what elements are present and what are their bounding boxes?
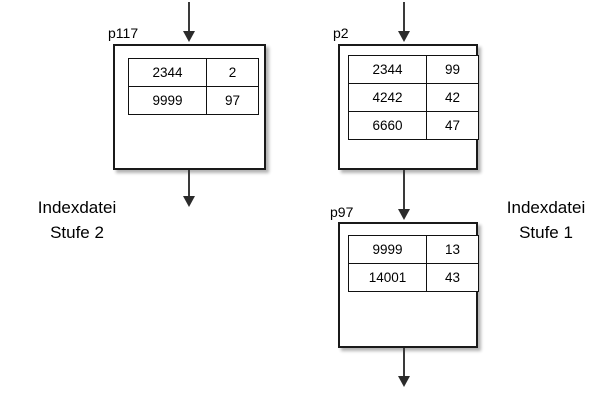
arrow-p2-to-p97-line	[403, 170, 405, 211]
table-row: 9999 97	[128, 86, 259, 115]
node-label-p2: p2	[333, 25, 349, 41]
table-row: 2344 99	[348, 55, 479, 84]
index-table-p97: 9999 13 14001 43	[348, 235, 479, 292]
arrow-into-p2-head	[398, 31, 410, 42]
arrow-out-of-p117-line	[188, 170, 190, 198]
table-row: 9999 13	[348, 235, 479, 264]
index-table-p2: 2344 99 4242 42 6660 47	[348, 55, 479, 140]
cell-pointer: 97	[206, 86, 259, 115]
caption-left-line2: Stufe 2	[50, 222, 104, 242]
caption-right-line2: Stufe 1	[519, 222, 573, 242]
arrow-into-p117-line	[188, 2, 190, 33]
arrow-into-p2-line	[403, 2, 405, 33]
caption-left-line1: Indexdatei	[37, 198, 117, 217]
caption-right: Indexdatei Stufe 1	[490, 196, 602, 245]
cell-key: 6660	[348, 111, 427, 140]
node-label-p97: p97	[330, 204, 354, 220]
cell-pointer: 99	[426, 55, 479, 84]
arrow-out-of-p97-line	[403, 348, 405, 378]
caption-right-line1: Indexdatei	[506, 198, 586, 217]
node-label-p117: p117	[108, 25, 139, 41]
cell-key: 14001	[348, 263, 427, 292]
arrow-out-of-p97-head	[398, 376, 410, 387]
arrow-p2-to-p97-head	[398, 209, 410, 220]
table-row: 6660 47	[348, 111, 479, 140]
table-row: 4242 42	[348, 83, 479, 112]
cell-key: 4242	[348, 83, 427, 112]
cell-pointer: 13	[426, 235, 479, 264]
index-table-p117: 2344 2 9999 97	[128, 58, 259, 115]
caption-left: Indexdatei Stufe 2	[16, 196, 138, 245]
cell-key: 2344	[128, 58, 207, 87]
arrow-into-p117-head	[183, 31, 195, 42]
arrow-out-of-p117-head	[183, 196, 195, 207]
cell-key: 2344	[348, 55, 427, 84]
cell-key: 9999	[348, 235, 427, 264]
cell-pointer: 47	[426, 111, 479, 140]
table-row: 14001 43	[348, 263, 479, 292]
table-row: 2344 2	[128, 58, 259, 87]
cell-key: 9999	[128, 86, 207, 115]
cell-pointer: 43	[426, 263, 479, 292]
cell-pointer: 42	[426, 83, 479, 112]
cell-pointer: 2	[206, 58, 259, 87]
